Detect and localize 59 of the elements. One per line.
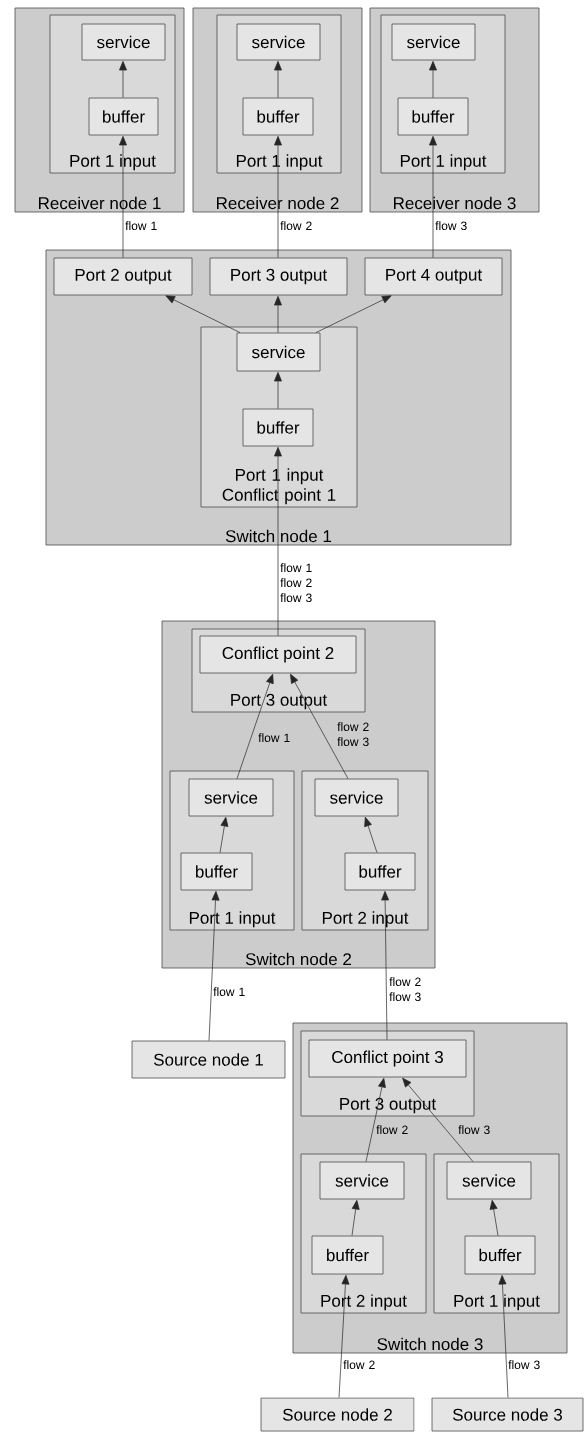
edge-label: flow 2 flow 3 [389,977,421,1001]
edge-label: flow 2 flow 3 [337,722,369,746]
process-box: service [314,778,399,817]
arrow [274,372,282,409]
process-box: buffer [344,852,416,891]
arrow [119,136,127,258]
arrow [498,1275,509,1398]
process-box: buffer [88,97,159,136]
process-box: service [188,778,274,817]
arrow [315,295,392,333]
process-box: Conflict point 3 [308,1039,467,1078]
process-box: buffer [311,1235,384,1275]
arrow [351,1200,360,1236]
process-box: Conflict point 2 [199,635,357,674]
process-box: buffer [464,1235,536,1275]
arrow [274,61,282,98]
arrow [364,816,378,853]
edge-label: flow 2 [280,221,312,230]
arrow [381,891,390,1040]
edge-label: flow 2 [343,1360,375,1369]
edge-label: flow 2 [376,1125,408,1134]
process-box: Source node 1 [131,1040,286,1079]
edge-label: flow 1 [258,733,290,742]
process-box: Source node 3 [431,1397,584,1432]
arrow [208,891,220,1041]
process-box: service [391,23,476,61]
process-box: service [81,23,166,61]
process-box: buffer [397,97,469,136]
edge-label: flow 1 [213,987,245,996]
arrow [274,136,282,258]
arrow [219,817,229,853]
arrow [290,673,349,779]
arrow [165,295,241,333]
edge-label: flow 3 [458,1125,490,1134]
arrow [489,1200,499,1236]
arrow [365,1078,386,1162]
process-box: Port 3 output [209,257,348,296]
process-box: Source node 2 [260,1397,415,1432]
arrow [429,136,437,258]
process-box: buffer [242,408,314,447]
process-box: service [446,1161,532,1200]
arrow [119,61,127,98]
arrow [236,673,274,779]
process-box: Port 4 output [364,257,503,296]
edge-label: flow 3 [435,221,467,230]
arrow [274,296,282,333]
arrow [274,447,282,636]
edge-label: flow 1 flow 2 flow 3 [280,563,312,602]
process-box: buffer [180,852,253,891]
arrow [402,1077,474,1162]
edge-label: flow 1 [125,221,157,230]
process-box: Port 2 output [53,257,193,296]
process-box: service [319,1161,405,1200]
arrow [338,1275,350,1398]
arrow [429,61,437,98]
process-box: buffer [242,97,314,136]
process-box: service [236,332,321,372]
edge-label: flow 3 [508,1360,540,1369]
process-box: service [236,23,321,61]
